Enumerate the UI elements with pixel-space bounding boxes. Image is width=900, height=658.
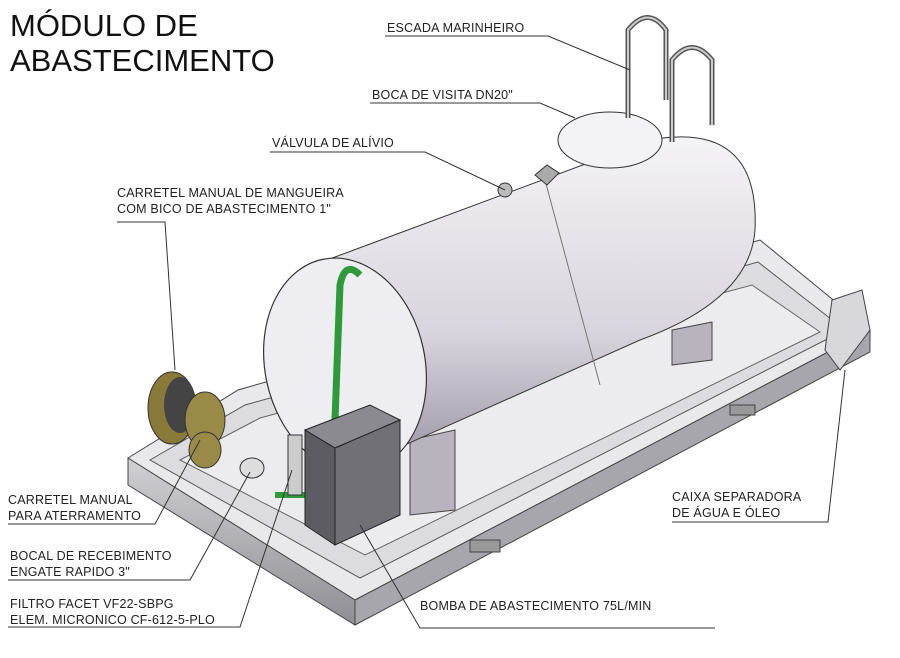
label-manhole: BOCA DE VISITA DN20": [372, 88, 513, 102]
label-line: ENGATE RAPIDO 3": [10, 565, 130, 579]
separator-box: [824, 289, 871, 371]
label-pump: BOMBA DE ABASTECIMENTO 75L/MIN: [420, 599, 652, 613]
manhole-cover: [557, 111, 663, 169]
label-line: PARA ATERRAMENTO: [8, 509, 142, 523]
ground-reel: [188, 431, 222, 469]
hose-reel: [147, 371, 226, 449]
hose-pipe: [331, 265, 363, 421]
filter: [287, 434, 303, 496]
label-separator: CAIXA SEPARADORA DE ÁGUA E ÓLEO: [672, 489, 801, 521]
inlet-coupling: [239, 457, 265, 479]
label-line: ELEM. MICRONICO CF-612-5-PLO: [10, 613, 215, 627]
label-line: COM BICO DE ABASTECIMENTO 1": [117, 202, 332, 216]
label-line: BOCAL DE RECEBIMENTO: [10, 549, 172, 563]
pump-cabinet: [303, 404, 402, 546]
leader-lines: [8, 35, 846, 629]
page-title: MÓDULO DE ABASTECIMENTO: [10, 8, 275, 78]
title-line-1: MÓDULO DE: [10, 8, 198, 43]
label-line: FILTRO FACET VF22-SBPG: [10, 597, 174, 611]
tank-saddle: [671, 321, 713, 366]
label-relief-valve: VÁLVULA DE ALÍVIO: [272, 136, 394, 150]
label-line: CARRETEL MANUAL: [8, 493, 133, 507]
label-inlet: BOCAL DE RECEBIMENTO ENGATE RAPIDO 3": [10, 548, 172, 580]
tank-saddle: [409, 429, 456, 516]
label-line: CAIXA SEPARADORA: [672, 490, 802, 504]
ladder: [625, 15, 715, 142]
label-line: DE ÁGUA E ÓLEO: [672, 506, 781, 520]
label-hose-reel: CARRETEL MANUAL DE MANGUEIRA COM BICO DE…: [117, 185, 344, 217]
title-line-2: ABASTECIMENTO: [10, 43, 275, 78]
label-ladder: ESCADA MARINHEIRO: [387, 21, 525, 35]
label-line: CARRETEL MANUAL DE MANGUEIRA: [117, 186, 344, 200]
label-filter: FILTRO FACET VF22-SBPG ELEM. MICRONICO C…: [10, 596, 215, 628]
label-ground-reel: CARRETEL MANUAL PARA ATERRAMENTO: [8, 492, 141, 524]
